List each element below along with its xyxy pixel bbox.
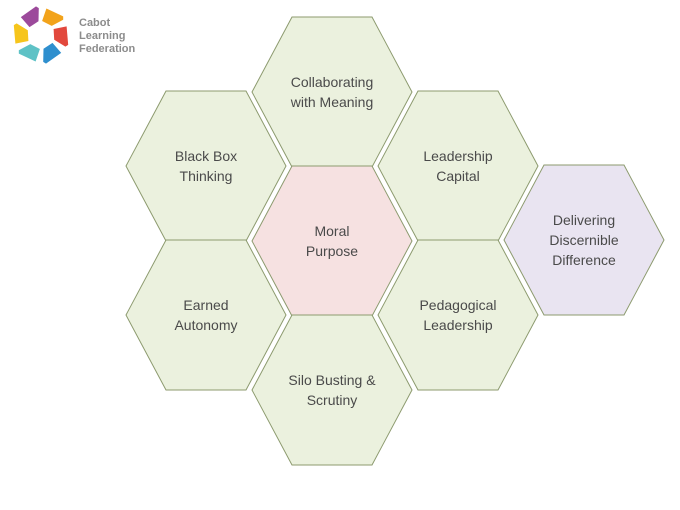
logo-line-1: Cabot <box>79 17 111 29</box>
hexagon-shape <box>251 16 413 168</box>
hexagon-shape <box>251 314 413 466</box>
hexagon-label: Black Box <box>175 148 237 164</box>
logo-segment <box>43 42 62 64</box>
hexagon-label: Collaborating <box>291 74 374 90</box>
logo-segment <box>18 44 40 62</box>
hexagon-collaborating: Collaborating with Meaning <box>251 16 413 168</box>
hexagon-label: Leadership <box>423 148 492 164</box>
hexagon-label: Difference <box>552 252 616 268</box>
hexagon-label: Purpose <box>306 243 358 259</box>
logo-segment <box>42 8 64 26</box>
logo-segment <box>20 6 39 28</box>
hexagon-label: Earned <box>183 297 228 313</box>
hexagon-shape <box>125 90 287 242</box>
hexagon-label: Pedagogical <box>419 297 496 313</box>
logo-text: Cabot Learning Federation <box>79 17 135 56</box>
hexagon-label: Scrutiny <box>307 392 358 408</box>
hexagon-label: Capital <box>436 168 480 184</box>
hexagon-label: Leadership <box>423 317 492 333</box>
hexagon-label: with Meaning <box>290 94 374 110</box>
hexagon-shape <box>503 164 665 316</box>
hexagon-label: Autonomy <box>174 317 237 333</box>
logo-segment <box>13 23 29 44</box>
logo-line-3: Federation <box>79 43 136 55</box>
logo-line-2: Learning <box>79 30 126 42</box>
hexagon-label: Moral <box>314 223 349 239</box>
logo: Cabot Learning Federation <box>12 6 152 64</box>
hexagon-label: Discernible <box>549 232 618 248</box>
hexagon-shape <box>251 165 413 317</box>
hexagon-shape <box>377 90 539 242</box>
hexagon-label: Thinking <box>180 168 233 184</box>
hexagon-shape <box>377 239 539 391</box>
hexagon-shape <box>125 239 287 391</box>
cabot-logo-icon <box>13 6 69 64</box>
logo-segment <box>53 26 69 47</box>
hexagon-label: Delivering <box>553 212 615 228</box>
hexagon-label: Silo Busting & <box>288 372 376 388</box>
hexagon-silo-busting: Silo Busting & Scrutiny <box>251 314 413 466</box>
